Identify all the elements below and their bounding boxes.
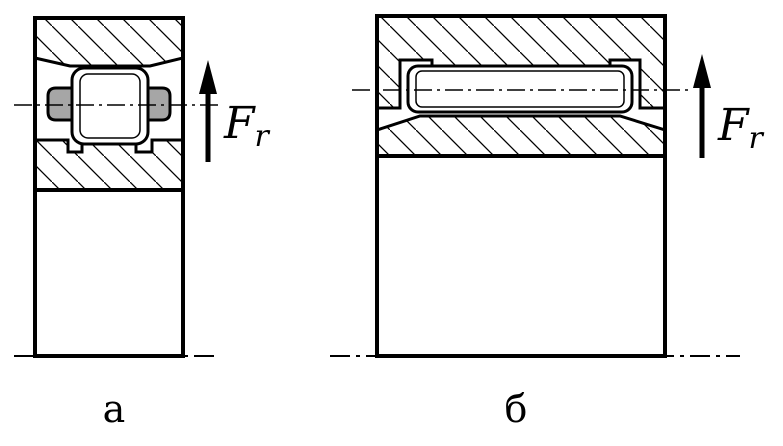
panel-a-roller <box>70 66 150 146</box>
panel-b-force-label: Fr <box>717 100 765 156</box>
panel-a-inner-ring <box>33 138 185 192</box>
panel-a: Fr а <box>14 16 271 431</box>
panel-a-force-label: Fr <box>223 98 271 154</box>
panel-b-roller <box>406 64 634 114</box>
panel-b-inner-ring <box>375 114 667 158</box>
panel-b: Fr б <box>330 14 765 431</box>
panel-b-force-arrow <box>693 54 711 158</box>
panel-a-force-arrow <box>199 60 217 162</box>
panel-a-outer-ring <box>33 16 185 68</box>
panel-b-caption: б <box>505 387 528 431</box>
panel-a-cage <box>46 86 172 122</box>
panel-a-caption: а <box>103 387 126 431</box>
